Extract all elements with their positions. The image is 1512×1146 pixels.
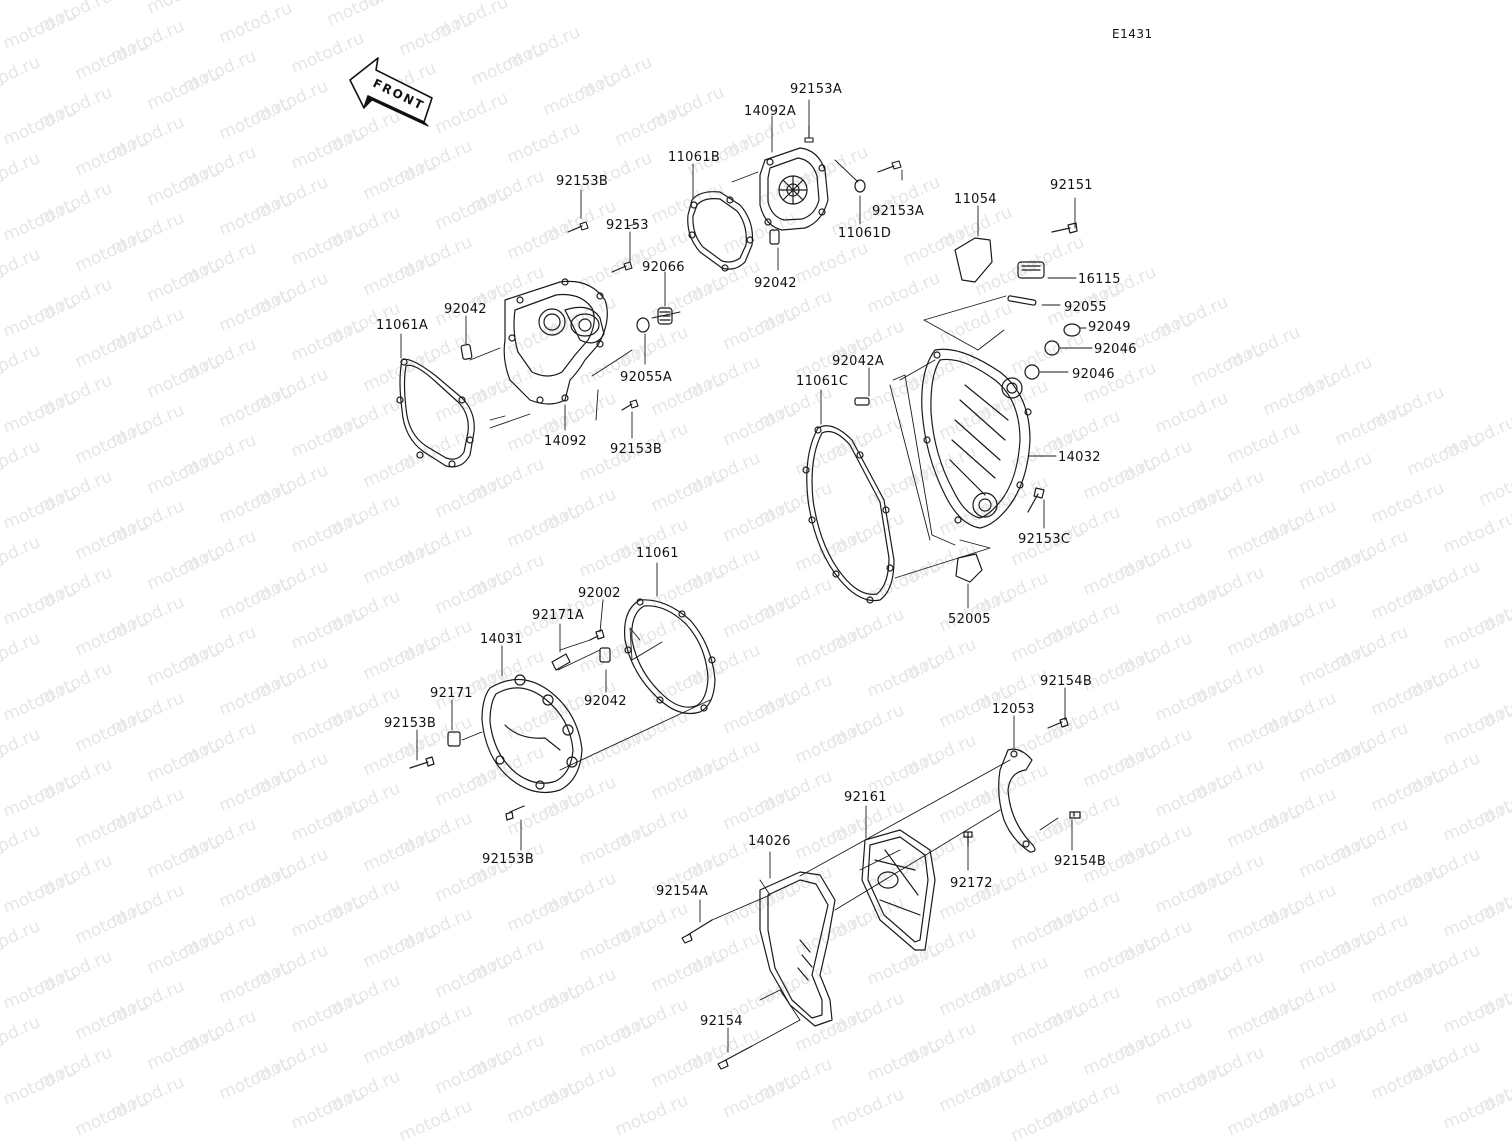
part-label-92042[interactable]: 92042 <box>584 694 627 709</box>
part-label-14092[interactable]: 14092 <box>544 434 587 449</box>
part-label-92161[interactable]: 92161 <box>844 790 887 805</box>
part-label-92171[interactable]: 92171 <box>430 686 473 701</box>
part-label-92055[interactable]: 92055 <box>1064 300 1107 315</box>
gasket-11061c <box>803 426 894 603</box>
part-label-11061a[interactable]: 11061A <box>376 318 428 333</box>
part-label-14026[interactable]: 14026 <box>748 834 791 849</box>
part-label-52005[interactable]: 52005 <box>948 612 991 627</box>
part-label-92154b[interactable]: 92154B <box>1054 854 1106 869</box>
part-label-11061b[interactable]: 11061B <box>668 150 720 165</box>
small-parts-upper <box>637 180 865 332</box>
guard-14026 <box>760 872 835 1026</box>
part-label-92153a[interactable]: 92153A <box>872 204 924 219</box>
part-label-92066[interactable]: 92066 <box>642 260 685 275</box>
part-label-92151[interactable]: 92151 <box>1050 178 1093 193</box>
part-label-92046[interactable]: 92046 <box>1072 367 1115 382</box>
part-label-92153b[interactable]: 92153B <box>610 442 662 457</box>
part-label-92042[interactable]: 92042 <box>444 302 487 317</box>
part-label-92172[interactable]: 92172 <box>950 876 993 891</box>
part-label-92153c[interactable]: 92153C <box>1018 532 1070 547</box>
part-label-92002[interactable]: 92002 <box>578 586 621 601</box>
part-label-14032[interactable]: 14032 <box>1058 450 1101 465</box>
part-label-92153b[interactable]: 92153B <box>384 716 436 731</box>
part-label-11054[interactable]: 11054 <box>954 192 997 207</box>
diagram-id: E1431 <box>1112 27 1153 41</box>
part-label-92154a[interactable]: 92154A <box>656 884 708 899</box>
bracket-12053 <box>999 749 1035 852</box>
cover-14031 <box>482 675 582 792</box>
part-label-92153[interactable]: 92153 <box>606 218 649 233</box>
part-label-16115[interactable]: 16115 <box>1078 272 1121 287</box>
part-label-92055a[interactable]: 92055A <box>620 370 672 385</box>
part-label-92046[interactable]: 92046 <box>1094 342 1137 357</box>
cover-14032 <box>922 349 1031 528</box>
part-label-11061c[interactable]: 11061C <box>796 374 848 389</box>
part-label-92154b[interactable]: 92154B <box>1040 674 1092 689</box>
cover-92161 <box>862 830 935 950</box>
part-label-92153a[interactable]: 92153A <box>790 82 842 97</box>
part-label-92154[interactable]: 92154 <box>700 1014 743 1029</box>
part-label-92042a[interactable]: 92042A <box>832 354 884 369</box>
part-label-92042[interactable]: 92042 <box>754 276 797 291</box>
gasket-11061a <box>397 359 474 467</box>
part-label-11061[interactable]: 11061 <box>636 546 679 561</box>
dowel-pin-92042-left <box>461 344 472 359</box>
part-label-12053[interactable]: 12053 <box>992 702 1035 717</box>
housing-14092 <box>504 279 607 404</box>
part-label-92049[interactable]: 92049 <box>1088 320 1131 335</box>
part-label-14092a[interactable]: 14092A <box>744 104 796 119</box>
part-label-11061d[interactable]: 11061D <box>838 226 891 241</box>
small-parts-lower-left <box>410 630 610 820</box>
part-label-92171a[interactable]: 92171A <box>532 608 584 623</box>
cover-14092a <box>760 148 828 230</box>
part-label-92153b[interactable]: 92153B <box>482 852 534 867</box>
part-label-92153b[interactable]: 92153B <box>556 174 608 189</box>
front-arrow-icon: FRONT <box>350 58 432 126</box>
part-label-14031[interactable]: 14031 <box>480 632 523 647</box>
gasket-11061b <box>688 192 753 271</box>
